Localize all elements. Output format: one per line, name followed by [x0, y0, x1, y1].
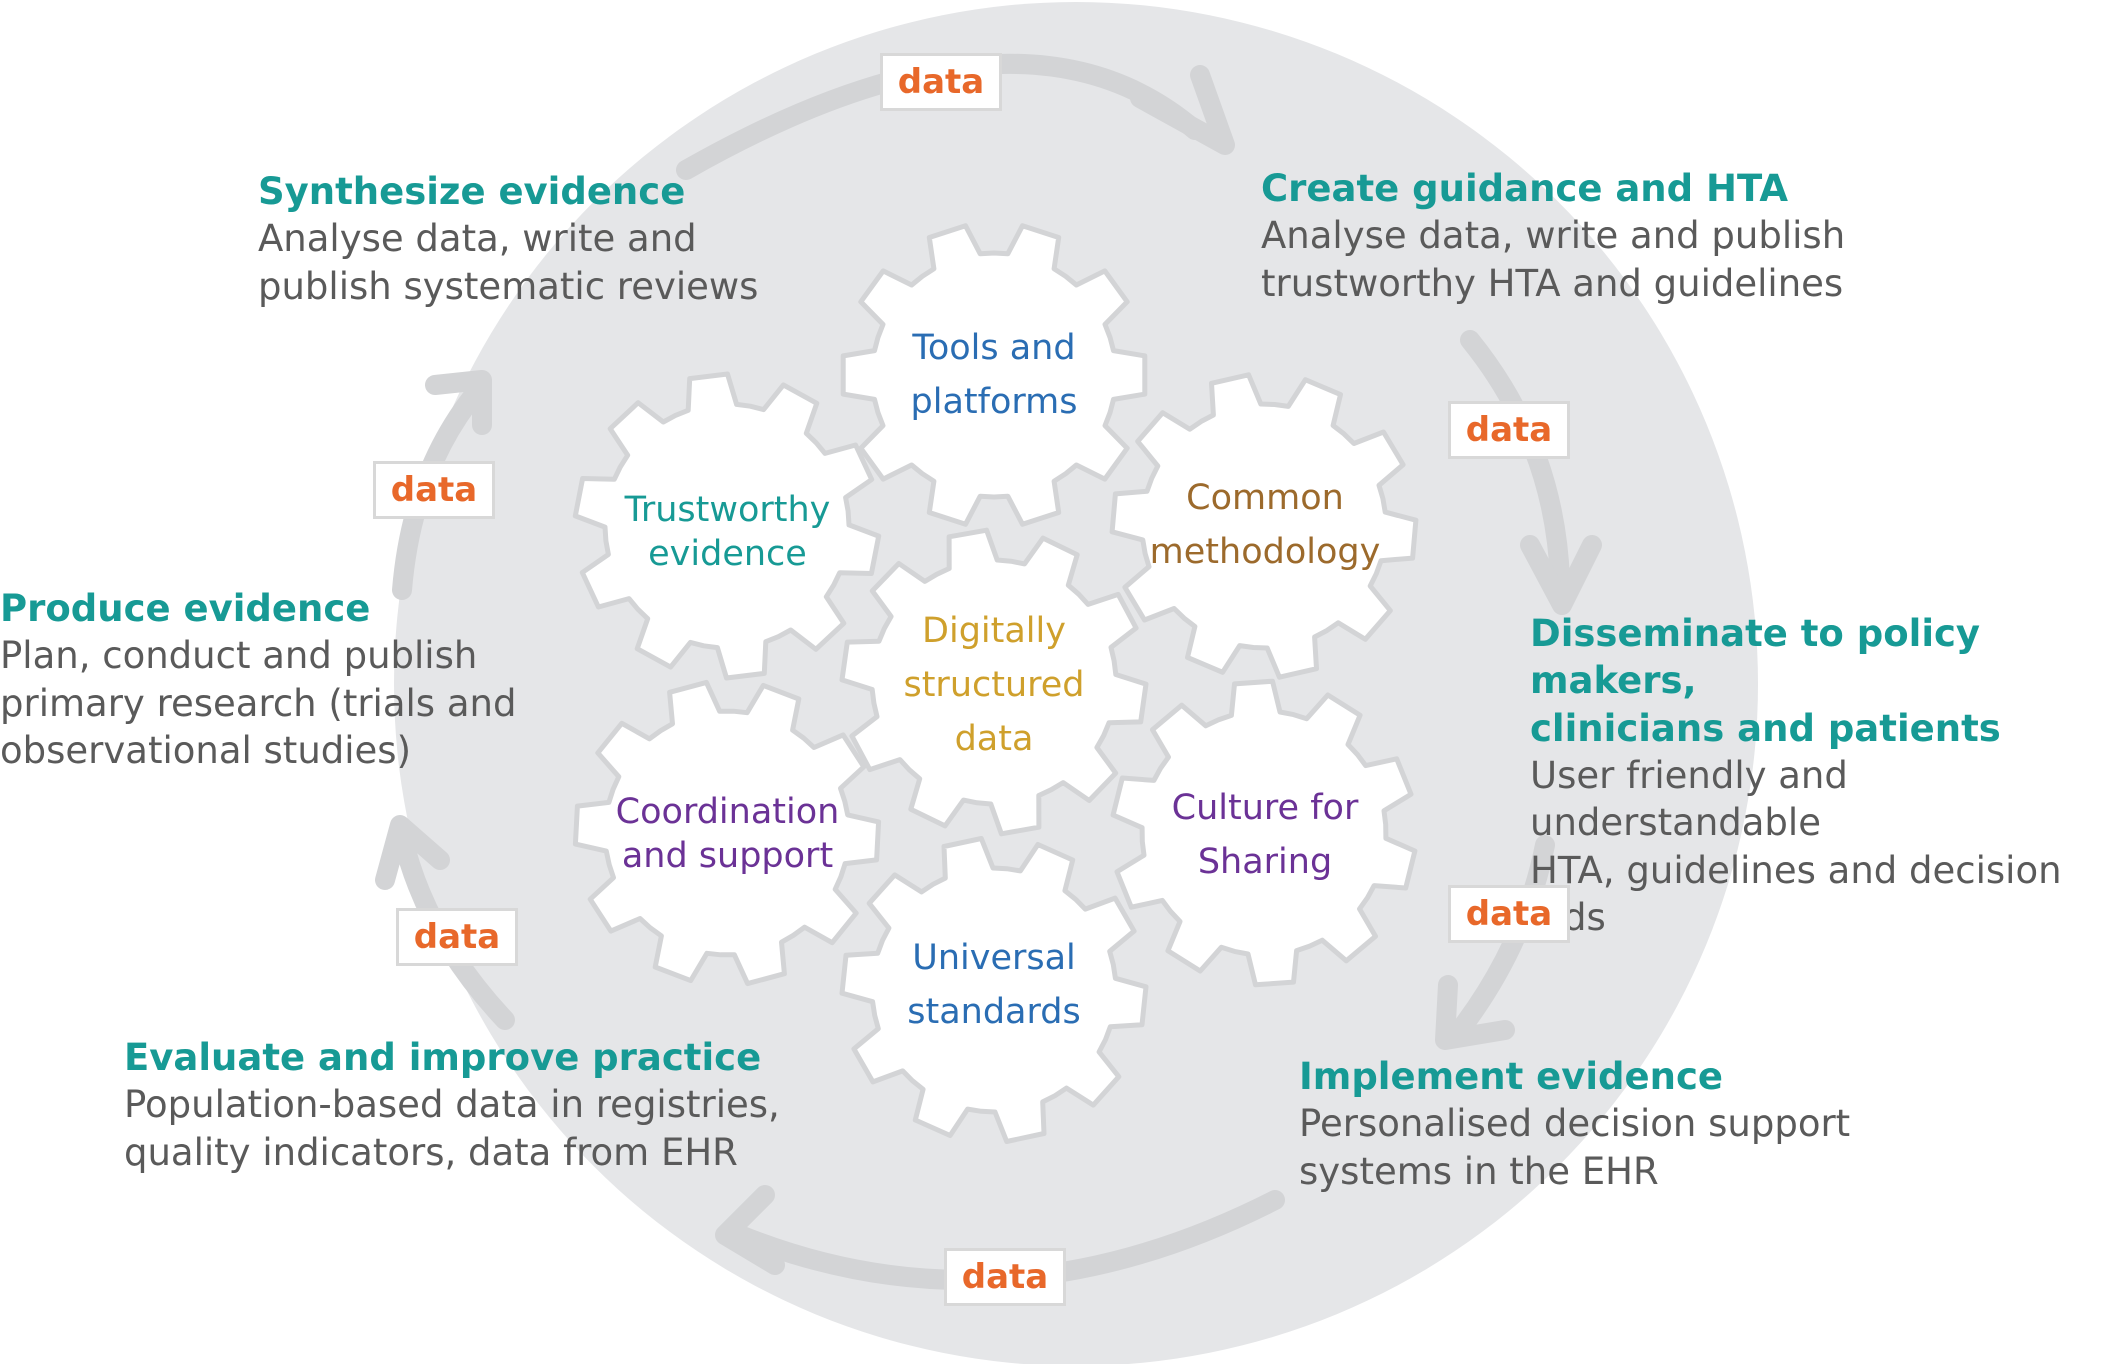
gear-methodology-line2: methodology — [1149, 532, 1381, 572]
stage-create-desc-line2: trustworthy HTA and guidelines — [1261, 261, 1844, 305]
stage-disseminate-title-line1: Disseminate to policy makers, — [1530, 612, 1981, 703]
gear-culture-shape — [1110, 678, 1418, 988]
stage-evaluate: Evaluate and improve practice Population… — [124, 1034, 780, 1176]
stage-produce-desc-line2: primary research (trials and — [0, 681, 517, 725]
stage-disseminate-desc-line2: HTA, guidelines and decision aids — [1530, 848, 2062, 939]
stage-produce-desc-line3: observational studies) — [0, 729, 412, 773]
stage-disseminate-title-line2: clinicians and patients — [1530, 706, 2001, 750]
gear-standards-line1: Universal — [912, 937, 1076, 978]
gear-trustworthy-shape — [572, 371, 882, 681]
gear-methodology-line1: Common — [1186, 477, 1344, 518]
gear-structured-line1: Digitally — [922, 610, 1066, 651]
stage-create-desc-line1: Analyse data, write and publish — [1261, 214, 1846, 258]
gear-standards-label: Universal standards — [874, 920, 1114, 1050]
gear-culture-line2: Sharing — [1197, 842, 1333, 882]
gear-standards-line2: standards — [907, 992, 1081, 1032]
gear-trustworthy-line1: Trustworthy — [624, 490, 831, 531]
gear-cluster — [572, 223, 1419, 1144]
stage-evaluate-desc-line1: Population-based data in registries, — [124, 1083, 780, 1127]
stage-disseminate: Disseminate to policy makers, clinicians… — [1530, 610, 2128, 942]
data-tag-right-lower: data — [1448, 885, 1570, 943]
stage-synthesize-title: Synthesize evidence — [258, 170, 686, 213]
gear-tools-line2: platforms — [910, 382, 1078, 422]
stage-create: Create guidance and HTA Analyse data, wr… — [1261, 165, 1845, 307]
gear-coordination-line1: Coordination — [615, 792, 840, 833]
data-tag-left-upper: data — [373, 461, 495, 519]
stage-evaluate-desc-line2: quality indicators, data from EHR — [124, 1130, 738, 1174]
gear-structured-line3: data — [954, 719, 1034, 760]
data-tag-top: data — [880, 53, 1002, 111]
arrowhead-disseminate — [1520, 535, 1602, 615]
data-tag-bottom: data — [944, 1248, 1066, 1306]
data-tag-right-upper: data — [1448, 401, 1570, 459]
arrowhead-evaluate — [715, 1185, 785, 1275]
gear-methodology-label: Common methodology — [1135, 460, 1395, 590]
gear-tools-line1: Tools and — [912, 327, 1076, 368]
gear-tools-shape — [840, 223, 1148, 527]
gear-trustworthy-line2: evidence — [648, 534, 807, 574]
stage-produce-desc-line1: Plan, conduct and publish — [0, 634, 478, 678]
arrowhead-produce — [375, 815, 450, 890]
gear-structured-line2: structured — [903, 664, 1085, 705]
stage-implement-desc-line1: Personalised decision support — [1299, 1102, 1851, 1146]
gear-tools-label: Tools and platforms — [874, 310, 1114, 440]
stage-synthesize-desc-line2: publish systematic reviews — [258, 264, 759, 308]
gear-structured-label: Digitally structured data — [874, 590, 1114, 780]
gear-coordination-shape — [572, 679, 882, 987]
stage-produce: Produce evidence Plan, conduct and publi… — [0, 585, 516, 774]
gear-coordination-line2: and support — [621, 836, 834, 876]
stage-implement: Implement evidence Personalised decision… — [1299, 1053, 1850, 1195]
stage-synthesize-desc-line1: Analyse data, write and — [258, 217, 697, 261]
data-tag-left-lower: data — [396, 908, 518, 966]
stage-implement-title: Implement evidence — [1299, 1055, 1723, 1098]
stage-produce-title: Produce evidence — [0, 587, 371, 630]
gear-structured-shape — [839, 527, 1149, 837]
arrowhead-implement — [1435, 975, 1515, 1050]
stage-implement-desc-line2: systems in the EHR — [1299, 1149, 1659, 1193]
gear-standards-shape — [839, 836, 1149, 1144]
gear-culture-line1: Culture for — [1171, 787, 1359, 828]
stage-evaluate-title: Evaluate and improve practice — [124, 1036, 762, 1079]
stage-synthesize: Synthesize evidence Analyse data, write … — [258, 168, 758, 310]
stage-create-title: Create guidance and HTA — [1261, 167, 1788, 210]
arrowhead-create — [1130, 65, 1235, 155]
stage-disseminate-desc-line1: User friendly and understandable — [1530, 754, 1848, 845]
gear-methodology-shape — [1109, 372, 1419, 680]
arrowhead-synthesize — [425, 370, 492, 435]
